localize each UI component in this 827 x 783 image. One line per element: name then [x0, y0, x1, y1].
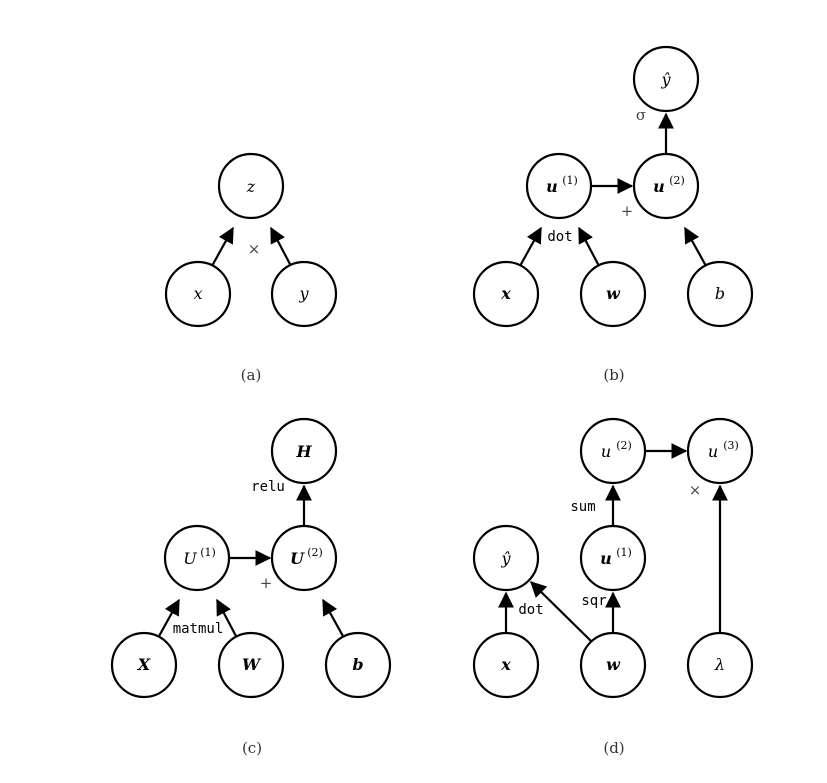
op-sqr: sqr — [581, 593, 606, 609]
svg-text:(1): (1) — [200, 546, 216, 559]
svg-text:z: z — [246, 177, 256, 196]
op-dot: dot — [518, 602, 543, 618]
edge-b-to-u2 — [322, 598, 345, 639]
node-y: y — [270, 260, 338, 328]
svg-text:x: x — [193, 284, 202, 303]
edge-y-to-z — [270, 226, 292, 267]
caption-a: (a) — [241, 366, 262, 384]
node-z: z — [217, 152, 285, 220]
panel-b: ŷ u (1) u (2) x w b σ dot — [472, 45, 754, 384]
svg-text:u: u — [601, 442, 611, 461]
node-u3: u (3) — [686, 417, 754, 485]
node-h: H — [270, 417, 338, 485]
op-multiply: × — [248, 240, 261, 258]
node-lambda: λ — [686, 631, 754, 699]
svg-text:(2): (2) — [669, 174, 685, 187]
op-sum: sum — [570, 499, 595, 515]
node-w: W — [217, 631, 285, 699]
node-x: x — [472, 260, 540, 328]
svg-text:b: b — [715, 284, 725, 303]
node-w: w — [579, 260, 647, 328]
panel-c: H U (1) U (2) X W b relu matmul + (c) — [110, 417, 392, 757]
svg-text:x: x — [500, 284, 511, 303]
svg-text:ŷ: ŷ — [660, 70, 671, 89]
node-b: b — [686, 260, 754, 328]
svg-text:H: H — [295, 442, 312, 461]
svg-text:u: u — [546, 177, 558, 196]
op-plus: + — [260, 574, 273, 592]
svg-text:b: b — [352, 655, 363, 674]
svg-text:u: u — [653, 177, 665, 196]
svg-text:X: X — [137, 655, 151, 674]
node-u2: u (2) — [579, 417, 647, 485]
edge-w-to-yhat — [530, 581, 592, 642]
op-plus: + — [621, 202, 634, 220]
node-x: x — [472, 631, 540, 699]
node-u1: U (1) — [163, 524, 231, 592]
edge-w-to-u1 — [216, 598, 238, 639]
svg-text:U: U — [183, 549, 197, 568]
svg-text:λ: λ — [714, 655, 725, 674]
node-u1: u (1) — [579, 524, 647, 592]
op-matmul: matmul — [173, 621, 224, 637]
op-relu: relu — [251, 479, 285, 495]
op-sigma: σ — [636, 106, 646, 124]
caption-d: (d) — [603, 739, 624, 757]
edge-w-to-u1 — [578, 226, 600, 267]
svg-text:ŷ: ŷ — [500, 549, 511, 568]
edge-x-to-z — [211, 226, 234, 267]
svg-text:(2): (2) — [616, 439, 632, 452]
op-multiply: × — [689, 481, 702, 499]
node-yhat: ŷ — [472, 524, 540, 592]
svg-text:(2): (2) — [307, 546, 323, 559]
edge-x-to-u1 — [157, 598, 180, 639]
node-x: X — [110, 631, 178, 699]
svg-text:u: u — [600, 549, 612, 568]
node-x: x — [164, 260, 232, 328]
svg-text:w: w — [606, 655, 621, 674]
svg-text:w: w — [606, 284, 621, 303]
svg-text:y: y — [298, 284, 309, 303]
edge-x-to-u1 — [519, 226, 542, 267]
node-u2: u (2) — [632, 152, 700, 220]
svg-text:(1): (1) — [562, 174, 578, 187]
edge-b-to-u2 — [684, 226, 707, 267]
svg-text:(1): (1) — [616, 546, 632, 559]
panel-a: z x y × (a) — [164, 152, 338, 384]
svg-text:x: x — [500, 655, 511, 674]
op-dot: dot — [547, 229, 572, 245]
node-yhat: ŷ — [632, 45, 700, 113]
node-u1: u (1) — [525, 152, 593, 220]
svg-text:U: U — [290, 549, 305, 568]
caption-c: (c) — [242, 739, 262, 757]
svg-text:W: W — [242, 655, 262, 674]
caption-b: (b) — [603, 366, 624, 384]
node-u2: U (2) — [270, 524, 338, 592]
svg-text:u: u — [708, 442, 718, 461]
node-b: b — [324, 631, 392, 699]
node-w: w — [579, 631, 647, 699]
svg-text:(3): (3) — [723, 439, 739, 452]
panel-d: u (2) u (3) ŷ u (1) x w λ sum — [472, 417, 754, 757]
